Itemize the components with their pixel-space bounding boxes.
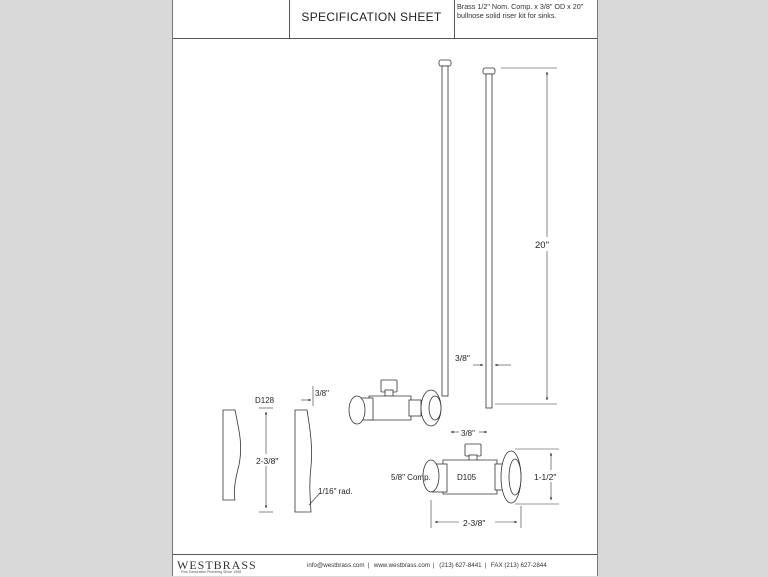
separator: |: [432, 562, 435, 569]
page-title: SPECIFICATION SHEET: [301, 10, 442, 24]
header-table: SPECIFICATION SHEET Brass 1/2" Nom. Comp…: [173, 0, 597, 39]
valve-height-label: 1-1/2": [534, 472, 556, 482]
spec-sheet-page: SPECIFICATION SHEET Brass 1/2" Nom. Comp…: [172, 0, 598, 576]
brand-tagline: Fine Decorative Plumbing Since 1958: [181, 570, 242, 574]
flange-front-view: [222, 409, 242, 501]
product-description: Brass 1/2" Nom. Comp. x 3/8" OD x 20" bu…: [457, 2, 584, 21]
contact-info: info@westbrass.com| www.westbrass.com| (…: [307, 562, 550, 569]
valve-outlet-label: 3/8": [461, 429, 475, 438]
header-title-cell: SPECIFICATION SHEET: [289, 0, 455, 38]
technical-drawing: 20" 3/8" D128 3/8" 2-3/8" 1/16" rad.: [222, 59, 561, 528]
web-text: www.westbrass.com: [373, 562, 430, 569]
header-logo-cell: [173, 0, 290, 38]
valve-inlet-label: 5/8" Comp.: [391, 473, 431, 482]
separator: |: [484, 562, 487, 569]
flange-height-label: 2-3/8": [256, 456, 278, 466]
separator: |: [367, 562, 370, 569]
angle-valve-lower: [422, 443, 522, 504]
length-dimension: [495, 67, 557, 405]
riser-pipe-left: [438, 59, 452, 397]
riser-pipe-right: [482, 67, 496, 409]
flange-depth-dimension: [301, 386, 314, 406]
radius-leader: [308, 492, 321, 506]
brand-logo: WESTBRASS: [177, 558, 257, 572]
phone-text: (213) 627-8441: [439, 562, 482, 569]
email-text: info@westbrass.com: [307, 562, 365, 569]
flange-model-label: D128: [255, 396, 275, 405]
valve-width-label: 2-3/8": [463, 518, 485, 528]
flange-radius-label: 1/16" rad.: [318, 487, 352, 496]
flange-side-view: [294, 409, 313, 513]
fax-text: FAX (213) 627-2844: [490, 562, 547, 569]
riser-od-label: 3/8": [455, 353, 470, 363]
riser-length-label: 20": [535, 240, 549, 251]
flange-depth-label: 3/8": [315, 389, 329, 398]
valve-model-label: D105: [457, 473, 477, 482]
footer: WESTBRASS Fine Decorative Plumbing Since…: [173, 554, 597, 577]
angle-valve-upper: [348, 379, 442, 427]
